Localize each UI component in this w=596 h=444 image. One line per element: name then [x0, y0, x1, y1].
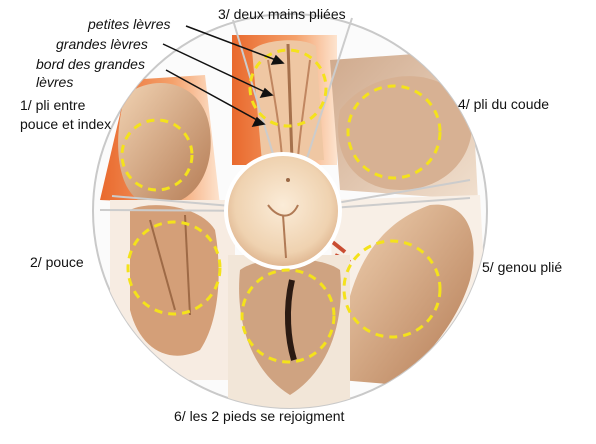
highlight-circles [120, 48, 442, 364]
highlight-circle-feet [240, 268, 336, 364]
photo-thumb-index-fold [100, 75, 220, 206]
label-pli-du-coude: 4/ pli du coude [458, 96, 550, 112]
label-genou-plie: 5/ genou plié [482, 259, 563, 275]
highlight-circle-knee [342, 239, 442, 339]
photo-two-feet [228, 255, 350, 408]
center-photo [224, 152, 342, 270]
annotation-bord-line1: bord des grandes [36, 56, 145, 72]
label-pouce: 2/ pouce [30, 254, 84, 270]
annotation-grandes-levres: grandes lèvres [56, 36, 148, 52]
highlight-circle-hands [248, 48, 328, 128]
photo-thumb [110, 200, 235, 380]
annotation-arrows [162, 25, 285, 128]
annotation-petites-levres: petites lèvres [88, 16, 171, 32]
highlight-circle-elbow [346, 84, 442, 180]
label-deux-mains: 3/ deux mains pliées [218, 6, 346, 22]
photo-elbow-fold [330, 50, 478, 200]
photo-bent-knee [328, 195, 487, 385]
photo-two-hands [232, 35, 337, 165]
label-pieds: 6/ les 2 pieds se rejoigment [174, 408, 345, 424]
label-pli-pouce-index-line1: 1/ pli entre [20, 97, 86, 113]
annotation-bord-line2: lèvres [36, 74, 74, 90]
label-pli-pouce-index-line2: pouce et index [20, 116, 112, 132]
highlight-circle-thumb-index [120, 118, 194, 192]
highlight-circle-thumb [126, 220, 222, 316]
